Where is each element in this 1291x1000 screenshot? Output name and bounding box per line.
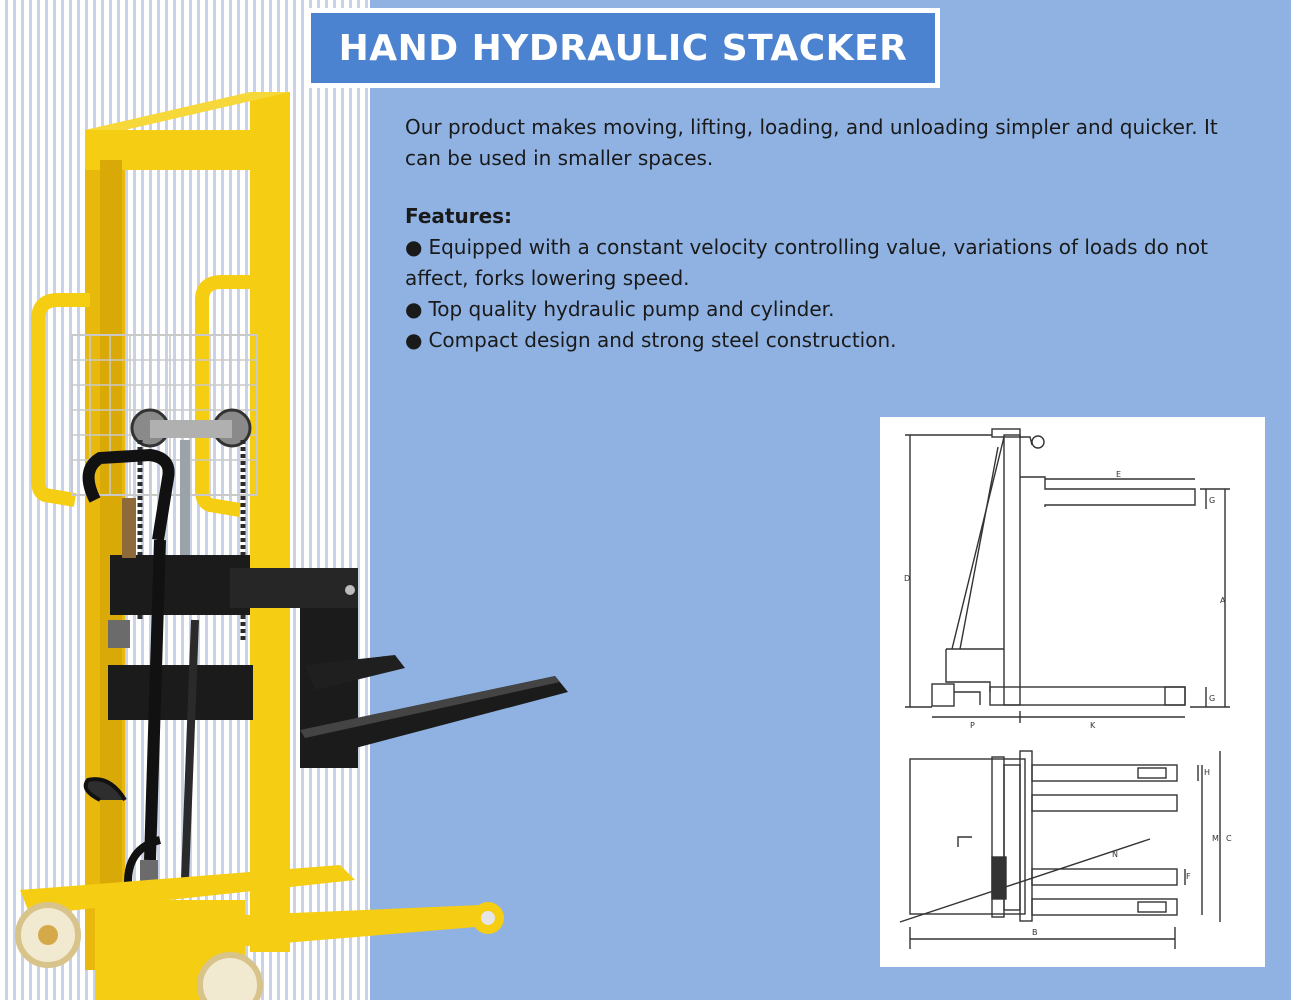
dim-label-k: K [1090,721,1096,730]
hand-stacker-photo [15,92,568,1000]
bullet-icon: ● [405,297,423,321]
bullet-icon: ● [405,328,423,352]
technical-drawing: E G D A G P K H M C N F B [880,417,1265,967]
description-block: Our product makes moving, lifting, loadi… [405,112,1245,356]
diagram-svg: E G D A G P K H M C N F B [899,428,1232,949]
dim-label-n: N [1112,850,1118,859]
features-heading: Features: [405,204,513,228]
title-bar: HAND HYDRAULIC STACKER [311,13,935,83]
dim-label-f: F [1186,872,1191,881]
list-item: ●Top quality hydraulic pump and cylinder… [405,294,1245,325]
dim-label-d: D [904,574,910,583]
list-item: ●Compact design and strong steel constru… [405,325,1245,356]
feature-text: Equipped with a constant velocity contro… [405,235,1208,290]
dim-label-c: C [1226,834,1232,843]
title-banner: HAND HYDRAULIC STACKER [306,8,940,88]
dim-label-h: H [1204,768,1210,777]
dim-label-g-bottom: G [1209,694,1215,703]
dim-label-p: P [970,721,975,730]
feature-list: ●Equipped with a constant velocity contr… [405,232,1245,356]
dim-label-e: E [1116,470,1121,479]
dim-label-g-top: G [1209,496,1215,505]
list-item: ●Equipped with a constant velocity contr… [405,232,1245,294]
page-title: HAND HYDRAULIC STACKER [338,27,908,69]
bullet-icon: ● [405,235,423,259]
intro-paragraph: Our product makes moving, lifting, loadi… [405,115,1218,170]
feature-text: Top quality hydraulic pump and cylinder. [428,297,835,321]
dim-label-b: B [1032,928,1038,937]
dim-label-m: M [1212,834,1219,843]
feature-text: Compact design and strong steel construc… [428,328,897,352]
dim-label-a: A [1220,596,1226,605]
